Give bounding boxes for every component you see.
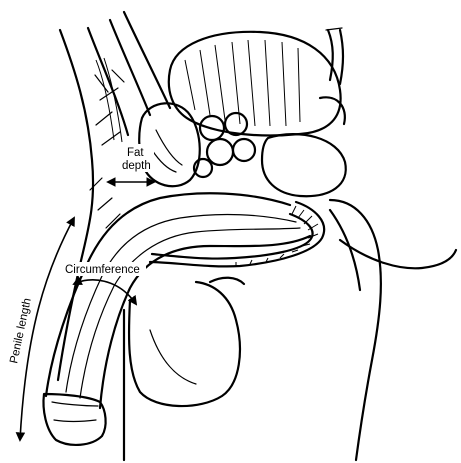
circumference-arrow bbox=[74, 280, 136, 304]
penile-shaft bbox=[44, 193, 325, 445]
abdominal-wall bbox=[58, 12, 170, 380]
penile-length-label: Penile length bbox=[8, 297, 34, 365]
perineum-outline bbox=[124, 200, 456, 460]
scrotum bbox=[129, 278, 244, 406]
fat-depth-label-line2: depth bbox=[122, 160, 151, 172]
fat-depth-label-line1: Fat bbox=[127, 147, 144, 159]
circumference-label: Circumference bbox=[65, 264, 140, 276]
prostate bbox=[194, 97, 346, 196]
bladder bbox=[169, 28, 343, 135]
labels: Fat depth Circumference Penile length bbox=[8, 144, 154, 365]
